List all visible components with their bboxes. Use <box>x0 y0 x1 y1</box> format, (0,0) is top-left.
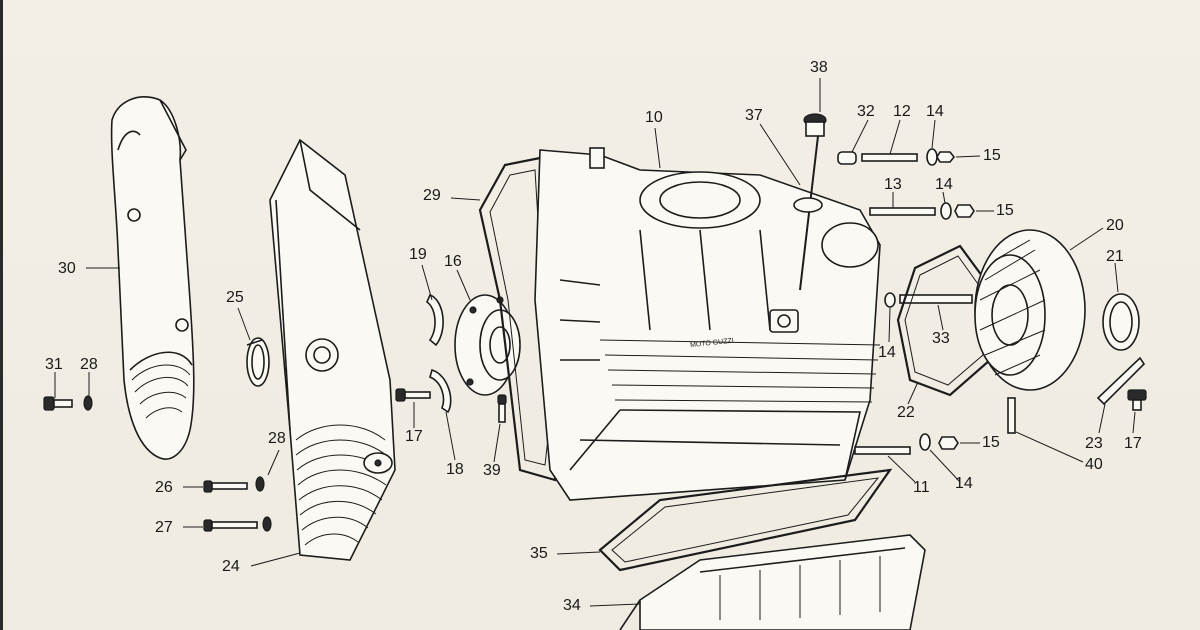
label-part-27: 27 <box>155 519 173 536</box>
washer-14-top <box>926 148 938 166</box>
stud-11 <box>854 446 911 455</box>
label-part-26: 26 <box>155 479 173 496</box>
label-part-12: 12 <box>893 103 911 120</box>
timing-cover-outer <box>110 96 195 460</box>
label-part-17-right: 17 <box>1124 435 1142 452</box>
clip-19 <box>426 293 444 347</box>
bolt-31 <box>43 396 73 411</box>
bolt-17-left <box>395 388 431 402</box>
strap-23 <box>1096 356 1146 406</box>
label-part-17-left: 17 <box>405 428 423 445</box>
label-part-14-lower: 14 <box>955 475 973 492</box>
washer-14-upper <box>940 202 952 220</box>
washer-14-mid <box>884 292 896 308</box>
seal-25 <box>246 337 270 387</box>
oil-sump-34 <box>619 534 926 630</box>
rear-cover-20 <box>974 229 1086 391</box>
bolt-40 <box>1007 397 1016 434</box>
label-part-23: 23 <box>1085 435 1103 452</box>
dipstick-38 <box>799 113 827 291</box>
crankcase-10 <box>534 147 881 501</box>
spacer-32 <box>837 151 857 165</box>
label-part-31: 31 <box>45 356 63 373</box>
label-part-15-lower: 15 <box>982 434 1000 451</box>
crankcase-embossed-text: MOTO GUZZI <box>690 338 734 350</box>
label-part-32: 32 <box>857 103 875 120</box>
washer-28-upper <box>255 476 265 492</box>
label-part-34: 34 <box>563 597 581 614</box>
label-part-35: 35 <box>530 545 548 562</box>
label-part-28-mid: 28 <box>268 430 286 447</box>
label-part-15-upper: 15 <box>996 202 1014 219</box>
bolt-39 <box>497 394 507 423</box>
label-part-14-upper: 14 <box>935 176 953 193</box>
bolt-27 <box>203 519 258 532</box>
label-part-25: 25 <box>226 289 244 306</box>
nut-15-upper <box>954 204 975 218</box>
label-part-13: 13 <box>884 176 902 193</box>
label-part-28-left: 28 <box>80 356 98 373</box>
bolt-26 <box>203 480 248 493</box>
label-part-39: 39 <box>483 462 501 479</box>
label-part-29: 29 <box>423 187 441 204</box>
washer-14-lower <box>919 433 931 451</box>
label-part-37: 37 <box>745 107 763 124</box>
page-edge <box>0 0 3 630</box>
washer-28-left <box>83 395 93 411</box>
label-part-19: 19 <box>409 246 427 263</box>
sump-gasket-35 <box>598 468 893 572</box>
stud-13 <box>869 207 936 216</box>
label-part-30: 30 <box>58 260 76 277</box>
label-part-40: 40 <box>1085 456 1103 473</box>
stud-12 <box>861 153 918 162</box>
label-part-38: 38 <box>810 59 828 76</box>
label-part-11: 11 <box>913 479 930 496</box>
timing-case-24 <box>269 138 396 561</box>
label-part-21: 21 <box>1106 248 1124 265</box>
bearing-housing-16 <box>454 294 521 396</box>
label-part-16: 16 <box>444 253 462 270</box>
label-part-14-mid: 14 <box>878 344 896 361</box>
clip-18 <box>429 368 452 414</box>
bolt-17-right <box>1127 389 1147 411</box>
label-part-10: 10 <box>645 109 663 126</box>
label-part-22: 22 <box>897 404 915 421</box>
nut-15-top <box>936 151 956 163</box>
label-part-20: 20 <box>1106 217 1124 234</box>
label-part-18: 18 <box>446 461 464 478</box>
stud-33 <box>899 294 973 304</box>
leader-lines <box>54 78 1136 607</box>
oil-filler-37 <box>793 197 823 213</box>
label-part-24: 24 <box>222 558 240 575</box>
label-part-14-top: 14 <box>926 103 944 120</box>
label-part-15-top: 15 <box>983 147 1001 164</box>
gasket-22 <box>896 244 992 397</box>
label-part-33: 33 <box>932 330 950 347</box>
washer-28-lower <box>262 516 272 532</box>
oil-seal-21 <box>1102 293 1140 351</box>
nut-15-lower <box>938 436 959 450</box>
